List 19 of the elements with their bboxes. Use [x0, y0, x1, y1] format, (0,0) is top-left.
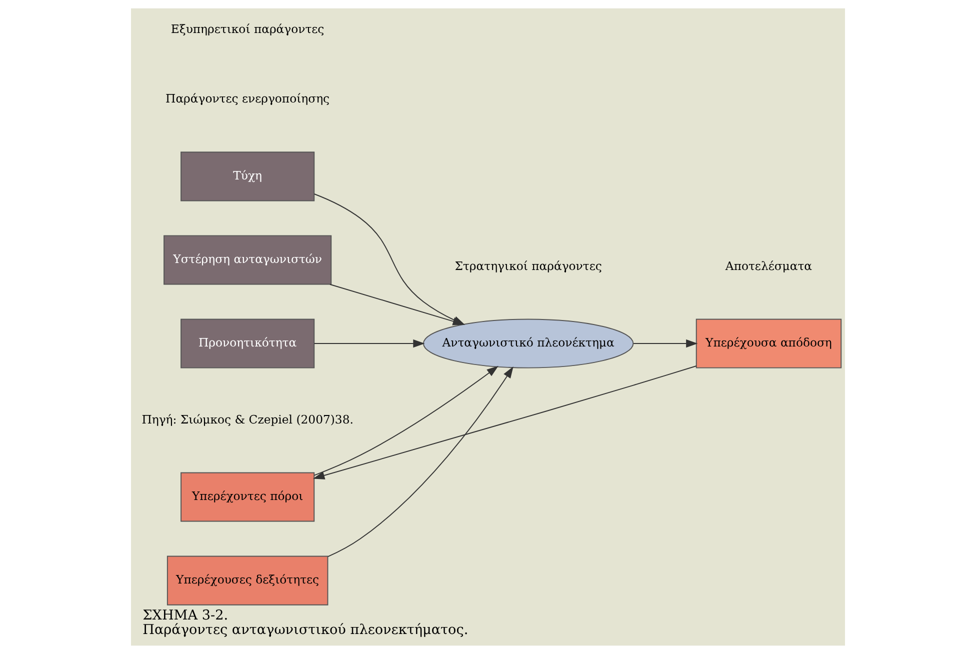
arrow — [313, 339, 424, 348]
label: Στρατηγικοί παράγοντες — [454, 258, 602, 273]
node-box: Προνοητικότητα — [180, 318, 314, 368]
arrow — [312, 366, 696, 480]
label: Παράγοντες ενεργοποίησης — [165, 92, 330, 106]
node-box: Υπερέχουσα απόδοση — [695, 318, 842, 368]
node-box: Υστέρηση ανταγωνιστών — [163, 235, 332, 285]
label: Αποτελέσματα — [724, 258, 812, 273]
label: Εξυπηρετικοί παράγοντες — [170, 22, 324, 36]
node-ellipse: Ανταγωνιστικό πλεονέκτημα — [422, 318, 634, 368]
node-box: Τύχη — [180, 152, 314, 202]
arrow — [632, 339, 698, 348]
arrow — [327, 366, 513, 558]
caption: Παράγοντες ανταγωνιστικού πλεονεκτήματος. — [142, 622, 468, 638]
diagram-title: ΣΧΗΜΑ 3-2. — [142, 608, 228, 624]
arrow — [313, 366, 498, 476]
node-box: Υπερέχοντες πόροι — [180, 472, 314, 522]
node-box: Υπερέχουσες δεξιότητες — [166, 556, 328, 606]
label: Πηγή: Σιώμκος & Czepiel (2007)38. — [141, 412, 353, 426]
